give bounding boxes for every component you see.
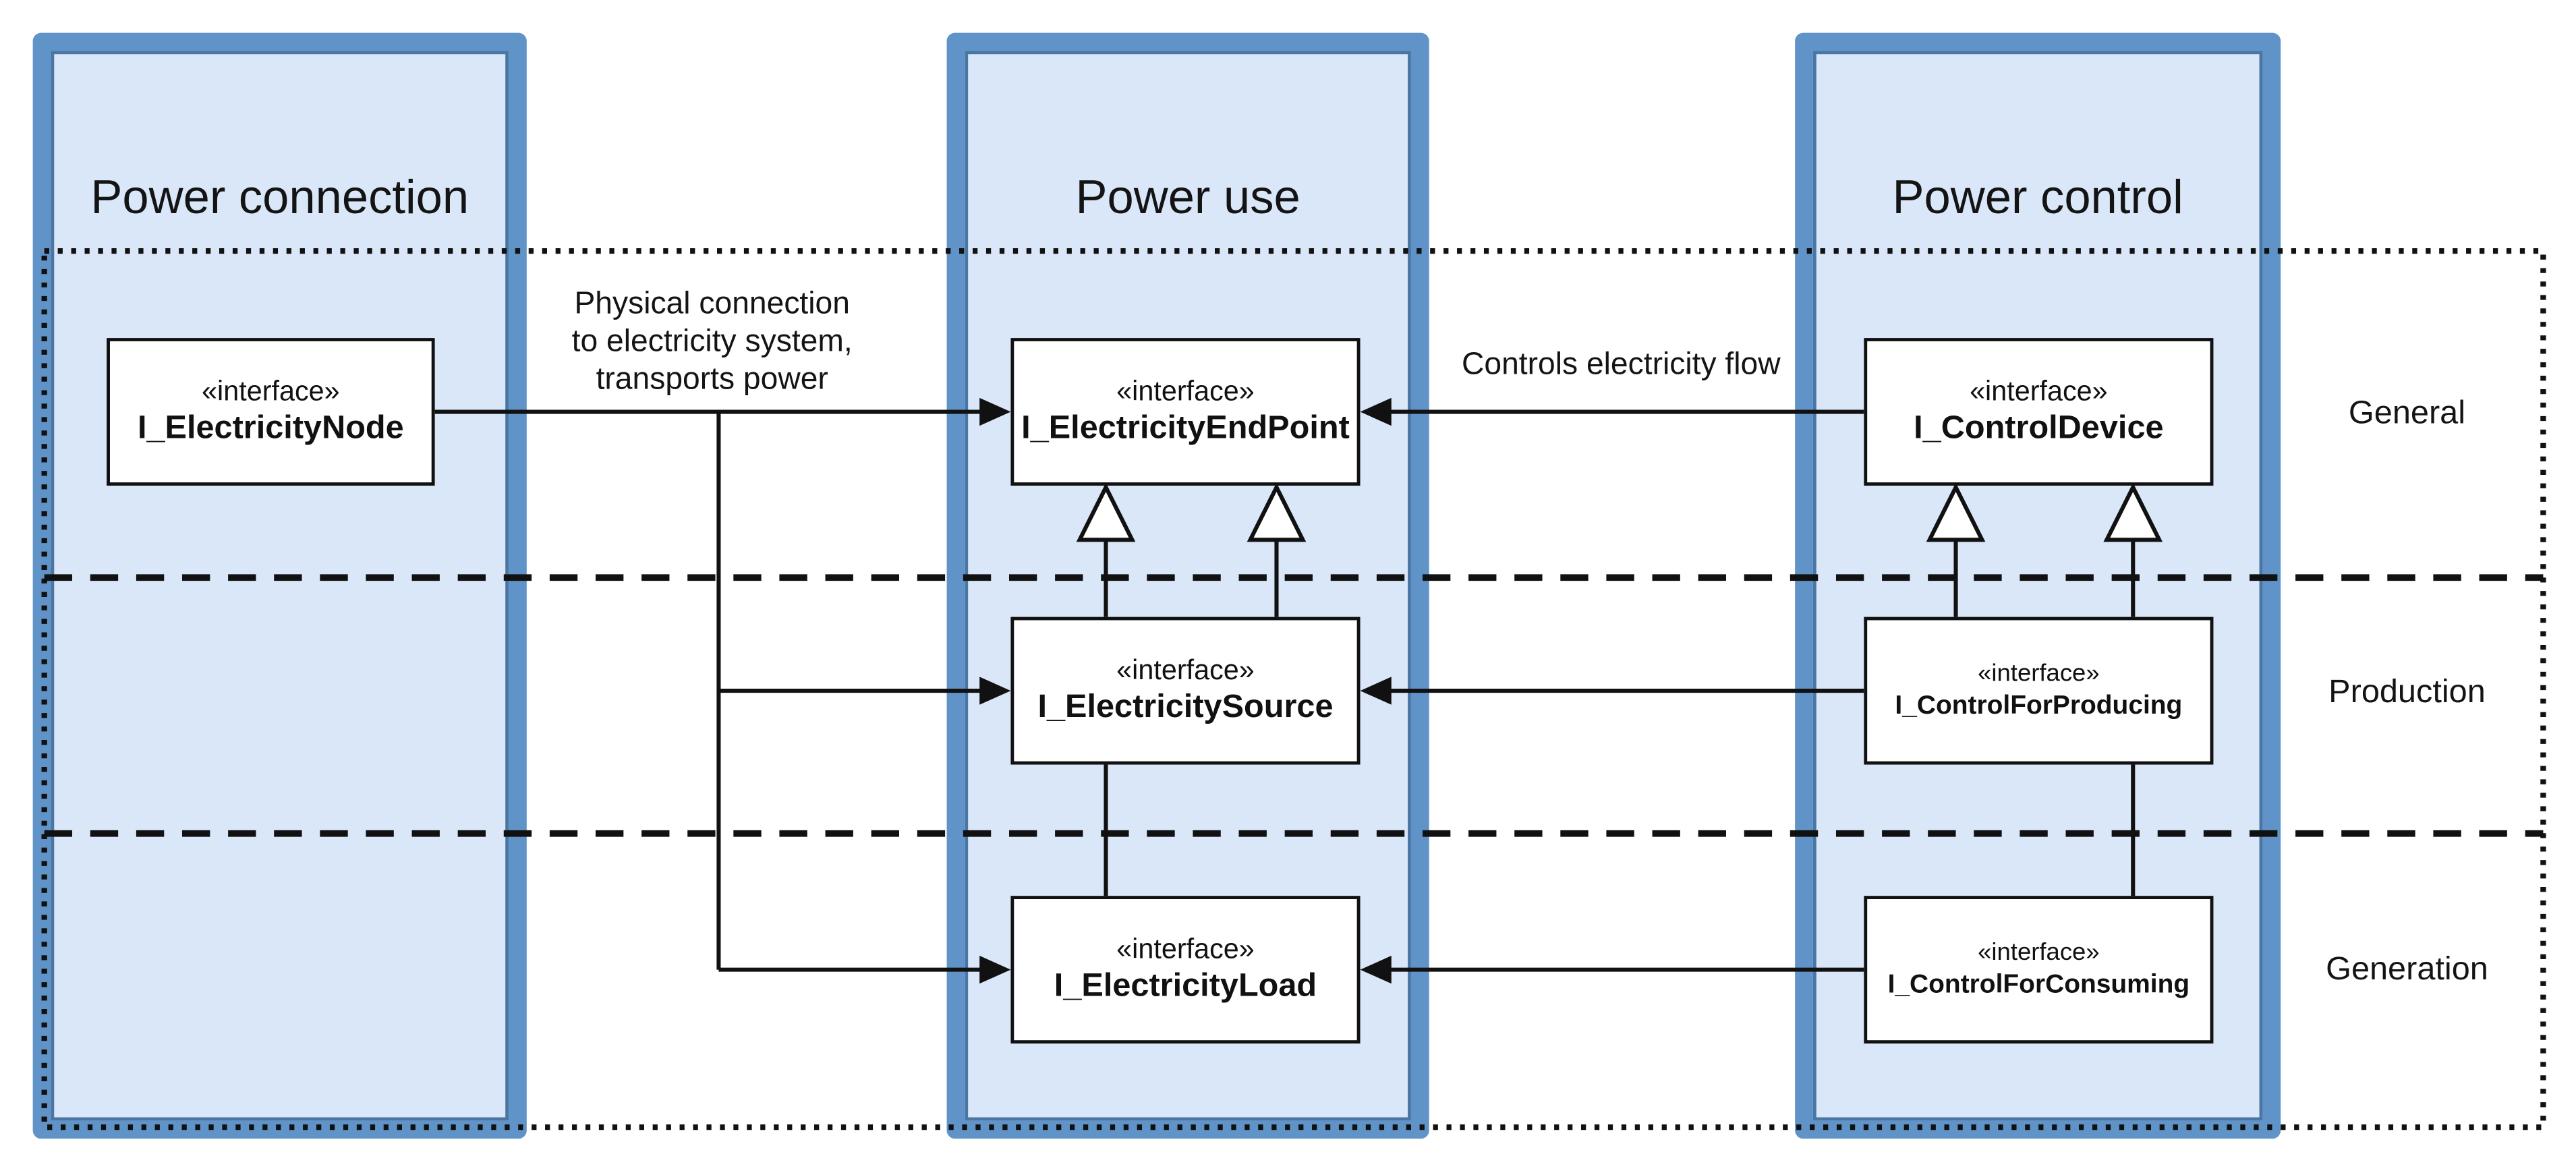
generalization-consuming-to-controldevice xyxy=(2103,482,2163,617)
column-title-power-control: Power control xyxy=(1892,172,2183,225)
edge-label-physical-connection: Physical connection to electricity syste… xyxy=(571,287,853,397)
stereotype-label: «interface» xyxy=(1116,376,1255,407)
interface-box-electricity-end-point: «interface» I_ElectricityEndPoint xyxy=(1010,338,1361,486)
lane-label-generation: Generation xyxy=(2326,951,2488,988)
stereotype-label: «interface» xyxy=(1116,934,1255,965)
interface-name: I_ElectricityLoad xyxy=(1054,968,1317,1004)
interface-name: I_ElectricityEndPoint xyxy=(1021,410,1350,447)
edge-label-controls-electricity-flow: Controls electricity flow xyxy=(1462,347,1781,382)
interface-name: I_ElectricityNode xyxy=(137,410,404,447)
generalization-source-to-endpoint xyxy=(1076,482,1136,617)
association-controldevice-to-endpoint xyxy=(1360,397,1864,426)
lane-label-production: Production xyxy=(2328,674,2486,711)
interface-name: I_ControlForProducing xyxy=(1895,692,2183,720)
interface-box-electricity-load: «interface» I_ElectricityLoad xyxy=(1010,896,1361,1044)
association-controlforconsuming-to-load xyxy=(1360,955,1864,984)
stereotype-label: «interface» xyxy=(1970,376,2108,407)
generalization-producing-to-controldevice xyxy=(1926,482,1986,617)
association-node-to-endpoint xyxy=(434,397,1011,984)
lane-boundary-dotted-rect xyxy=(41,248,2546,1130)
column-title-power-use: Power use xyxy=(1075,172,1300,225)
interface-box-control-device: «interface» I_ControlDevice xyxy=(1864,338,2214,486)
column-power-connection: Power connection xyxy=(32,32,527,1139)
stereotype-label: «interface» xyxy=(1978,659,2100,688)
stereotype-label: «interface» xyxy=(1116,654,1255,686)
association-controlforproducing-to-source xyxy=(1360,677,1864,705)
lane-label-general: General xyxy=(2348,395,2466,432)
interface-name: I_ElectricitySource xyxy=(1037,689,1334,726)
stereotype-label: «interface» xyxy=(202,376,340,407)
column-title-power-connection: Power connection xyxy=(90,172,469,225)
interface-box-electricity-source: «interface» I_ElectricitySource xyxy=(1010,617,1361,765)
interface-box-control-for-consuming: «interface» I_ControlForConsuming xyxy=(1864,896,2214,1044)
interface-name: I_ControlForConsuming xyxy=(1887,971,2190,1000)
stereotype-label: «interface» xyxy=(1978,938,2100,967)
generalization-load-to-endpoint xyxy=(1247,482,1307,617)
interface-box-electricity-node: «interface» I_ElectricityNode xyxy=(107,338,435,486)
interface-box-control-for-producing: «interface» I_ControlForProducing xyxy=(1864,617,2214,765)
interface-name: I_ControlDevice xyxy=(1914,410,2164,447)
